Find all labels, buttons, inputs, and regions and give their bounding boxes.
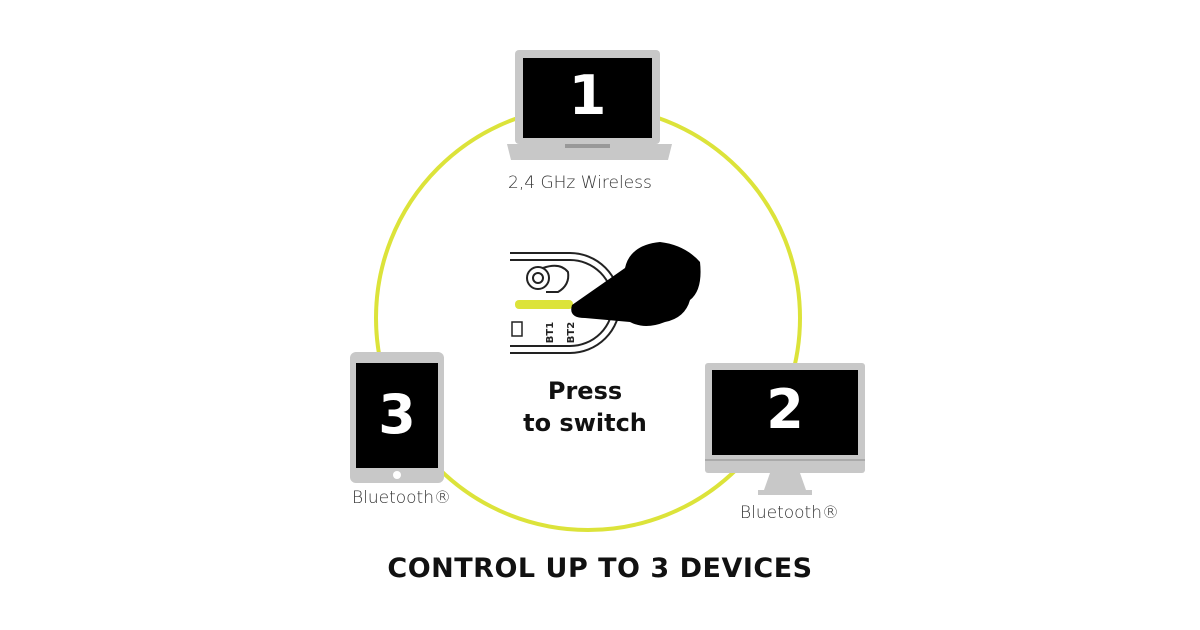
instruction-line-1: Press — [547, 377, 623, 405]
laptop-label: 2,4 GHz Wireless — [508, 173, 652, 193]
laptop-icon — [507, 50, 672, 160]
page-title: CONTROL UP TO 3 DEVICES — [387, 553, 813, 584]
switch-instruction: Press to switch — [515, 375, 655, 439]
slot-bt2: BT2 — [566, 321, 578, 344]
instruction-line-2: to switch — [523, 409, 647, 437]
device-number-1: 1 — [568, 64, 607, 127]
monitor-label: Bluetooth® — [740, 503, 839, 523]
slot-bt1: BT1 — [545, 321, 557, 344]
device-number-2: 2 — [766, 378, 804, 441]
hand-pointer-icon — [571, 242, 701, 326]
tablet-label: Bluetooth® — [352, 488, 451, 508]
monitor-icon — [705, 363, 865, 495]
device-number-3: 3 — [378, 383, 416, 446]
tablet-icon — [350, 352, 444, 483]
